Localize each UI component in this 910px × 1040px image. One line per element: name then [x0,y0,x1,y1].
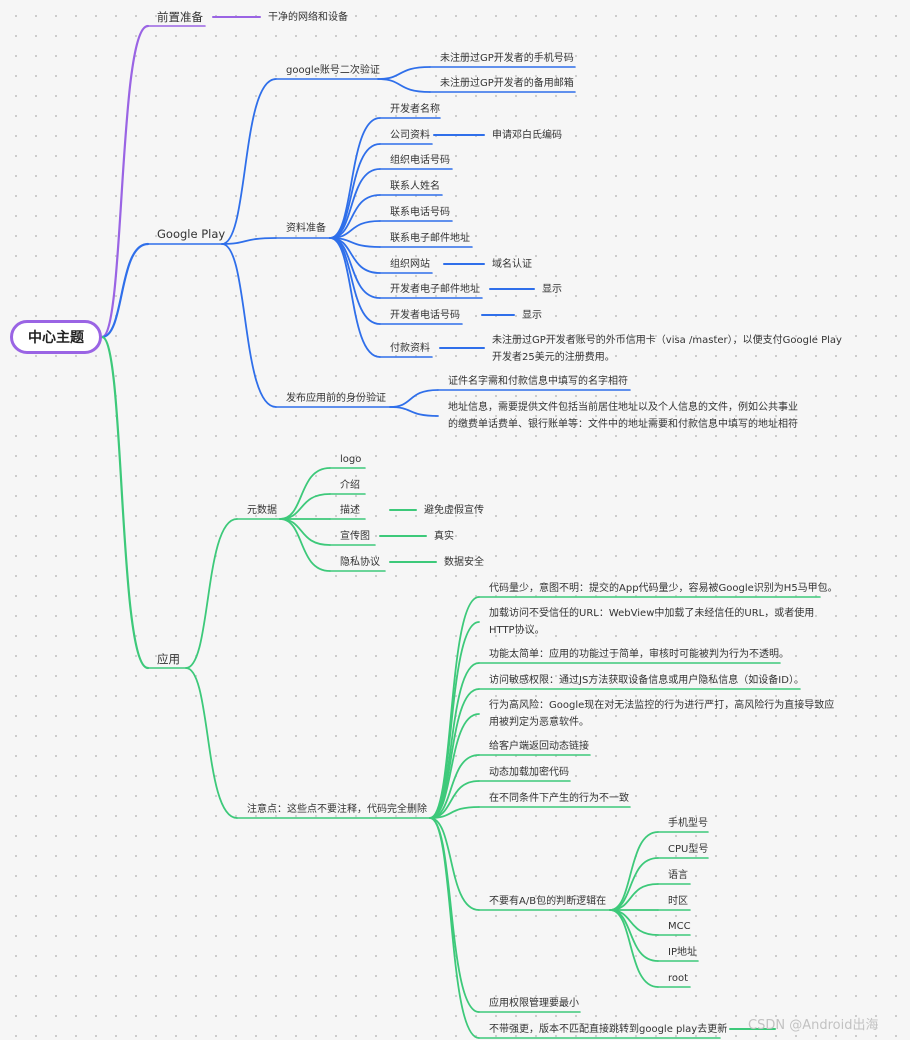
node-n1[interactable]: 代码量少，意图不明：提交的App代码量少，容易被Google识别为H5马甲包。 [489,583,838,594]
connector-62 [329,168,381,239]
connector-55 [221,78,277,245]
connector-61 [329,143,381,239]
node-gp-2fa-email[interactable]: 未注册过GP开发者的备用邮箱 [440,78,574,89]
node-gp-2fa-phone[interactable]: 未注册过GP开发者的手机号码 [440,53,574,64]
connector-57 [221,243,277,408]
node-gp-docs-devname[interactable]: 开发者名称 [390,104,440,115]
node-app-meta-promo-note[interactable]: 真实 [434,531,454,542]
node-n9-cpu[interactable]: CPU型号 [668,844,709,855]
connector-69 [329,237,381,358]
node-app-meta-desc[interactable]: 描述 [340,505,360,516]
node-gp-verify-addr[interactable]: 地址信息，需要提供文件包括当前居住地址以及个人信息的文件，例如公共事业的缴费单话… [448,402,798,430]
node-gp-docs-company[interactable]: 公司资料 [390,130,430,141]
connector-77 [279,518,331,546]
node-app-meta[interactable]: 元数据 [247,505,277,516]
node-n9-model[interactable]: 手机型号 [668,818,708,829]
node-gp-docs-pay[interactable]: 付款资料 [390,343,430,354]
node-prep[interactable]: 前置准备 [157,10,203,24]
node-gp-verify[interactable]: 发布应用前的身份验证 [286,393,386,404]
connector-71 [389,406,439,417]
node-gp-docs-devphone[interactable]: 开发者电话号码 [390,310,460,321]
node-n9[interactable]: 不要有A/B包的判断逻辑在 [489,896,607,907]
node-app-meta-privacy[interactable]: 隐私协议 [340,557,380,568]
connector-58 [377,66,431,80]
connector-59 [377,78,431,93]
node-app-notes[interactable]: 注意点：这些点不要注释，代码完全删除 [247,804,427,815]
node-gp-docs-orgphone[interactable]: 组织电话号码 [390,155,450,166]
node-gp-docs[interactable]: 资料准备 [286,223,326,234]
connector-75 [279,493,331,520]
connector-90 [609,831,659,911]
root-topic-label: 中心主题 [28,330,84,346]
node-gp-docs-show1[interactable]: 显示 [542,284,562,295]
connector-44 [100,335,150,670]
node-gp-docs-contact[interactable]: 联系人姓名 [390,181,440,192]
node-n6[interactable]: 给客户端返回动态链接 [489,741,589,752]
node-app-meta-logo[interactable]: logo [340,454,362,465]
node-gp-docs-website[interactable]: 组织网站 [390,259,430,270]
connector-87 [429,817,480,911]
node-gp-docs-card[interactable]: 未注册过GP开发者账号的外币信用卡（visa /master），以便支付Goog… [492,335,842,363]
node-n9-ip[interactable]: IP地址 [668,947,697,958]
connector-91 [609,857,659,911]
connector-83 [429,713,480,819]
connector-73 [185,667,238,819]
connector-79 [429,596,480,819]
node-gp-docs-show2[interactable]: 显示 [522,310,542,321]
node-gp-docs-contactphone[interactable]: 联系电话号码 [390,207,450,218]
node-n9-lang[interactable]: 语言 [668,870,688,881]
connector-95 [609,909,659,962]
node-n5[interactable]: 行为高风险：Google现在对无法监控的行为进行严打，高风险行为直接导致应用被判… [489,700,835,728]
connector-72 [185,518,238,669]
node-gp-2fa[interactable]: google账号二次验证 [286,65,380,76]
node-n10[interactable]: 应用权限管理要最小 [489,998,579,1009]
node-gp-docs-devemail[interactable]: 开发者电子邮件地址 [390,284,480,295]
root-topic[interactable]: 中心主题 [10,320,102,354]
node-app-meta-desc-note[interactable]: 避免虚假宣传 [424,505,484,516]
connector-89 [429,817,480,1039]
node-n11[interactable]: 不带强更，版本不匹配直接跳转到google play去更新 [489,1024,728,1035]
connector-96 [609,909,659,988]
node-gp[interactable]: Google Play [157,227,226,241]
node-gp-docs-contactemail[interactable]: 联系电子邮件地址 [390,233,470,244]
node-app-meta-promo[interactable]: 宣传图 [340,531,370,542]
node-app[interactable]: 应用 [157,652,180,666]
connector-78 [279,518,331,572]
connector-60 [329,117,381,239]
node-gp-verify-name[interactable]: 证件名字需和付款信息中填写的名字相符 [448,376,628,387]
connector-56 [221,237,277,245]
node-app-meta-privacy-note[interactable]: 数据安全 [444,557,484,568]
node-prep-clean[interactable]: 干净的网络和设备 [268,12,348,23]
watermark: CSDN @Android出海 [748,1018,879,1033]
node-gp-docs-domain[interactable]: 域名认证 [492,259,532,270]
node-n3[interactable]: 功能太简单：应用的功能过于简单，审核时可能被判为行为不透明。 [489,649,789,660]
connector-84 [429,754,480,819]
connector-70 [389,389,439,408]
connector-63 [329,194,381,239]
connector-88 [429,817,480,1013]
node-app-meta-intro[interactable]: 介绍 [340,480,360,491]
node-n9-mcc[interactable]: MCC [668,921,691,932]
connector-43 [100,242,150,339]
node-n7[interactable]: 动态加载加密代码 [489,767,569,778]
connector-74 [279,467,331,520]
connector-86 [429,806,480,819]
node-n2[interactable]: 加载访问不受信任的URL：WebView中加载了未经信任的URL，或者使用HTT… [489,608,815,636]
connector-42 [100,24,150,339]
node-n9-root[interactable]: root [668,973,689,984]
node-n8[interactable]: 在不同条件下产生的行为不一致 [489,793,629,804]
node-n9-tz[interactable]: 时区 [668,896,688,907]
node-gp-docs-duns[interactable]: 申请邓白氏编码 [492,130,562,141]
node-n4[interactable]: 访问敏感权限：通过JS方法获取设备信息或用户隐私信息（如设备ID）。 [489,675,804,686]
